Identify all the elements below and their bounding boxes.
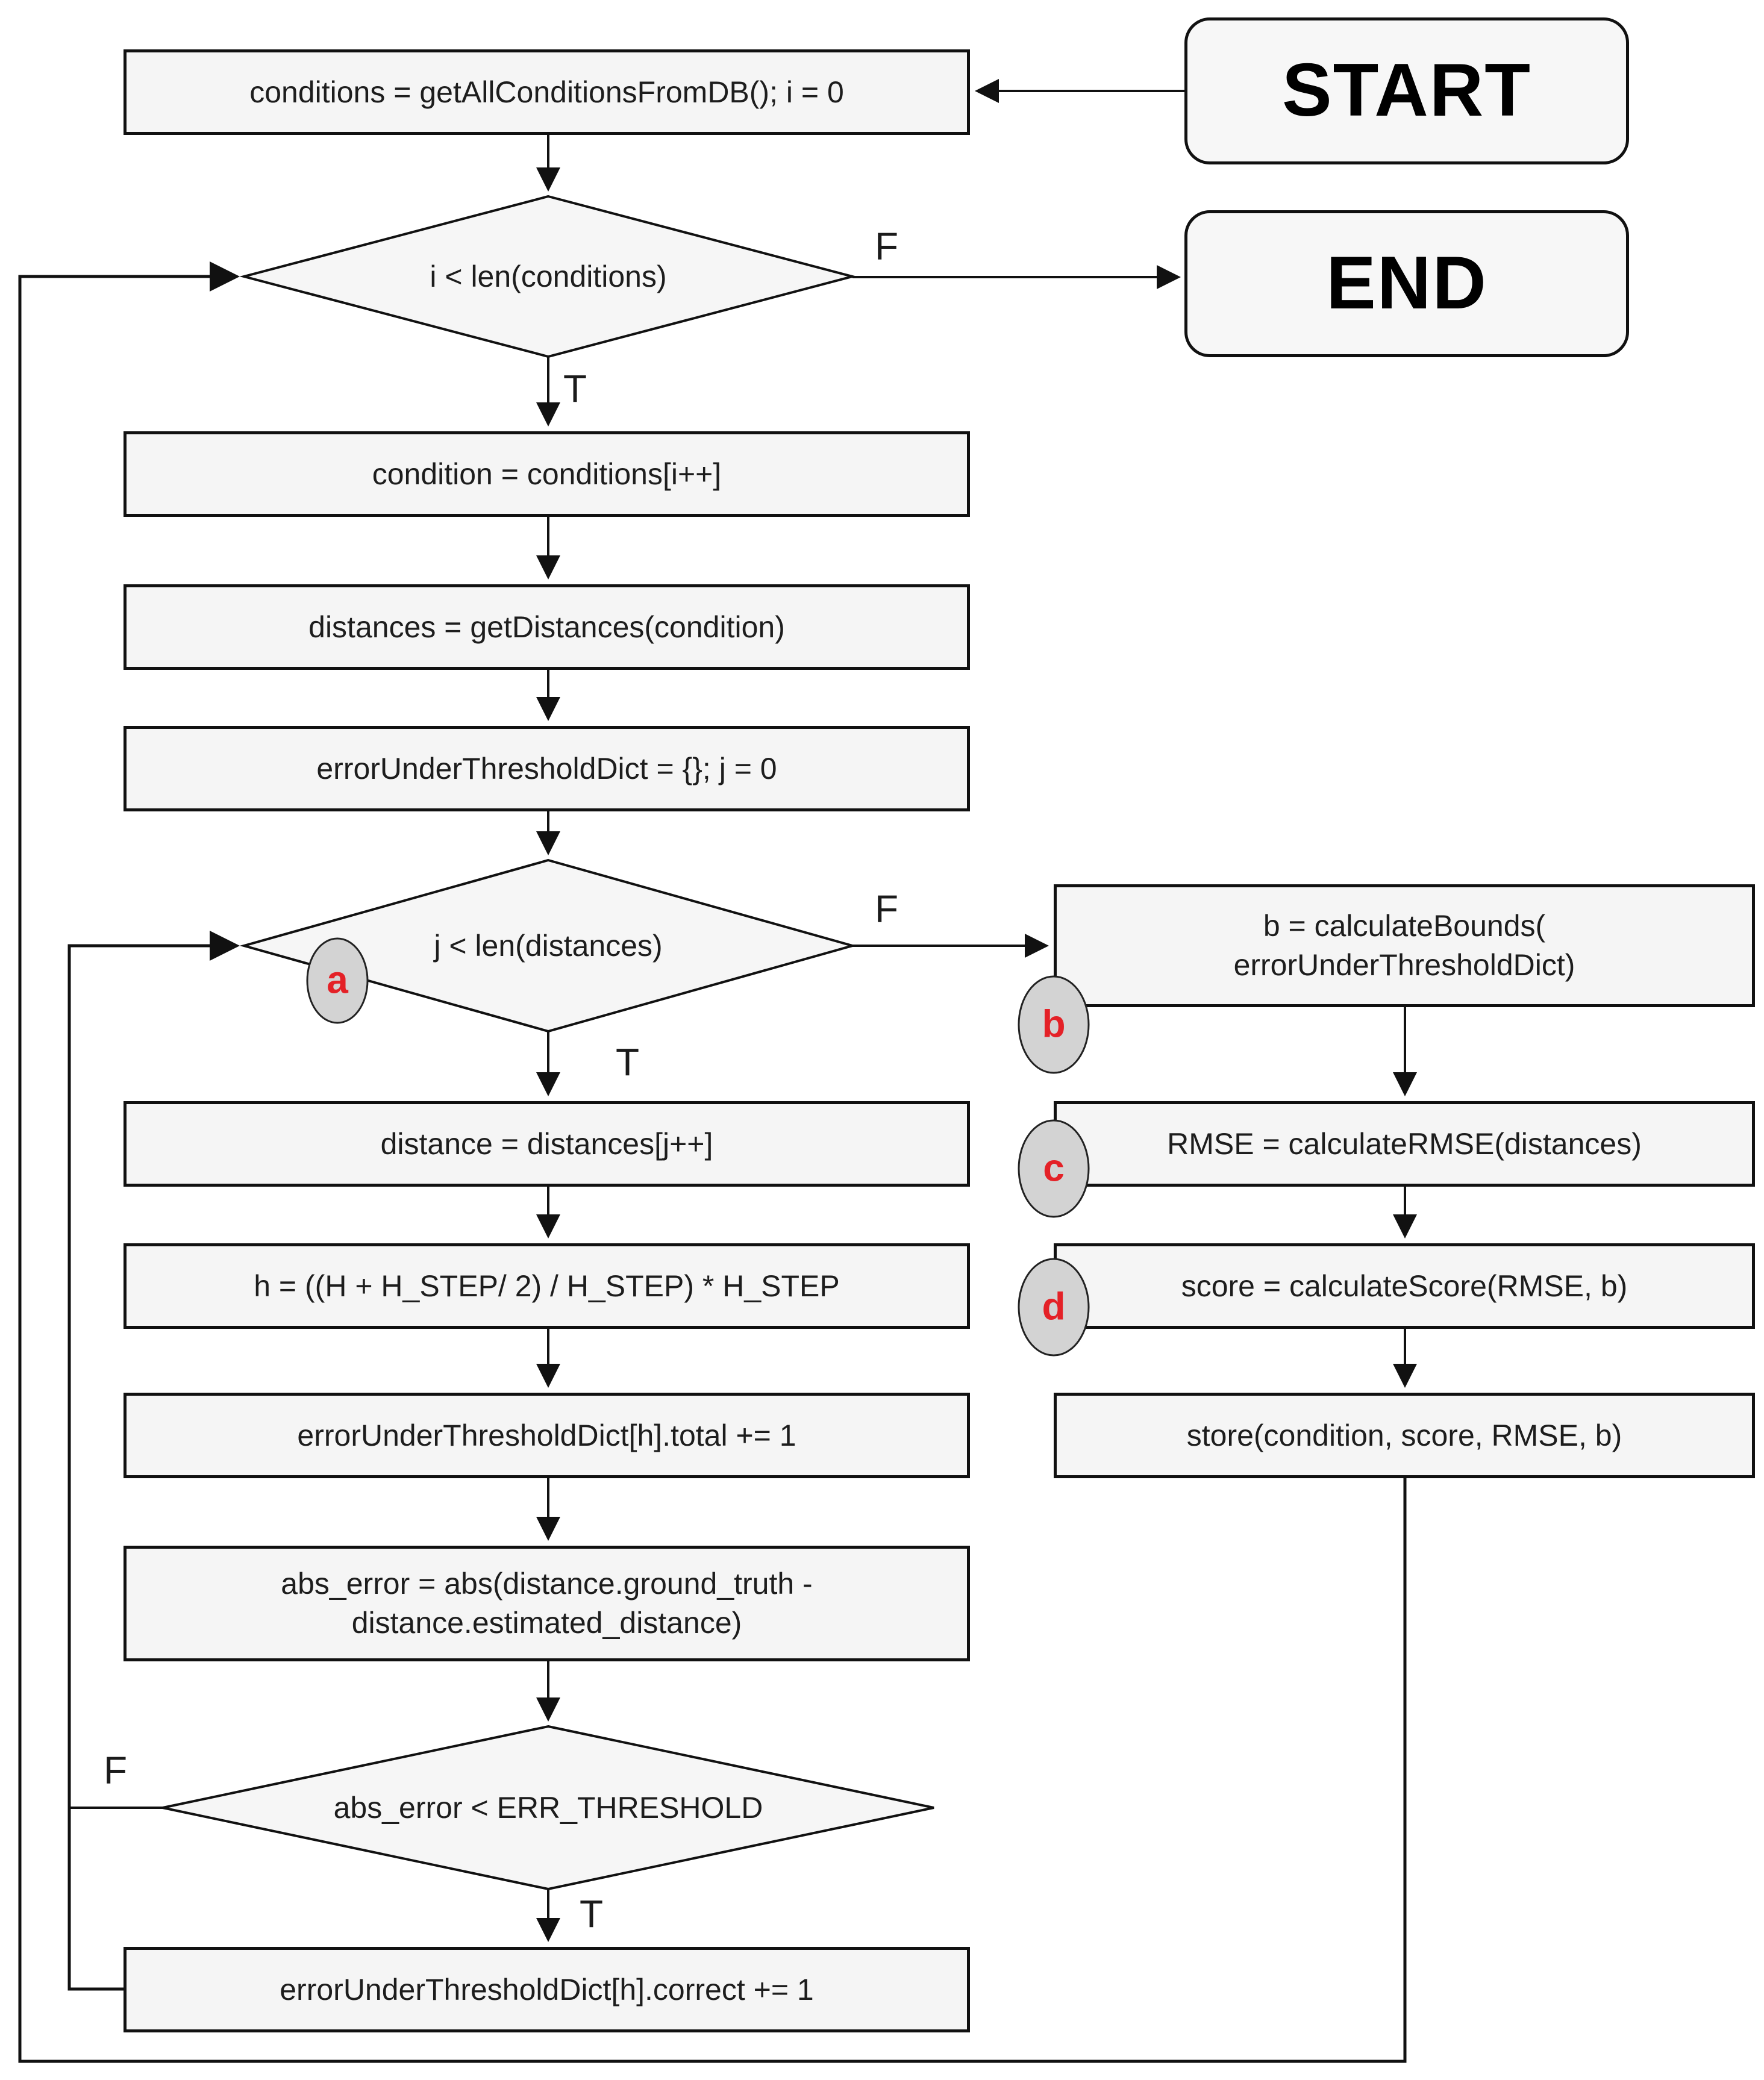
- start-terminal: START: [1184, 17, 1629, 164]
- process-calc-bounds-line1: b = calculateBounds(: [1263, 909, 1546, 943]
- process-inc-correct: errorUnderThresholdDict[h].correct += 1: [124, 1947, 970, 2032]
- process-abs-error-line1: abs_error = abs(distance.ground_truth -: [281, 1567, 813, 1601]
- decision-i-less-len-conditions: i < len(conditions): [244, 196, 852, 357]
- process-inc-total: errorUnderThresholdDict[h].total += 1: [124, 1393, 970, 1478]
- process-abs-error: abs_error = abs(distance.ground_truth - …: [124, 1546, 970, 1661]
- process-compute-h-label: h = ((H + H_STEP/ 2) / H_STEP) * H_STEP: [254, 1269, 840, 1303]
- branch-label-condcheck-false: F: [875, 225, 899, 268]
- process-calc-bounds-line2: errorUnderThresholdDict): [1233, 948, 1575, 982]
- process-next-distance: distance = distances[j++]: [124, 1101, 970, 1187]
- process-next-condition-label: condition = conditions[i++]: [372, 457, 722, 491]
- process-get-distances: distances = getDistances(condition): [124, 584, 970, 670]
- process-get-conditions: conditions = getAllConditionsFromDB(); i…: [124, 49, 970, 135]
- step-marker-c-letter: c: [1043, 1146, 1065, 1190]
- process-store-result: store(condition, score, RMSE, b): [1054, 1393, 1755, 1478]
- process-get-distances-label: distances = getDistances(condition): [308, 610, 785, 644]
- process-calc-rmse: RMSE = calculateRMSE(distances): [1054, 1101, 1755, 1187]
- process-compute-h: h = ((H + H_STEP/ 2) / H_STEP) * H_STEP: [124, 1243, 970, 1329]
- decision-abs-error-threshold: abs_error < ERR_THRESHOLD: [163, 1726, 934, 1889]
- decision-i-label: i < len(conditions): [430, 260, 667, 293]
- branch-label-abscheck-false: F: [104, 1749, 128, 1792]
- step-marker-d-letter: d: [1042, 1284, 1066, 1328]
- start-label: START: [1281, 49, 1532, 133]
- decision-abs-label: abs_error < ERR_THRESHOLD: [333, 1791, 763, 1825]
- branch-label-distcheck-true: T: [616, 1040, 640, 1084]
- edge-store-loop-to-condcheck: [18, 261, 1407, 2063]
- process-abs-error-line2: distance.estimated_distance): [351, 1606, 742, 1640]
- branch-label-distcheck-false: F: [875, 887, 899, 931]
- step-marker-b-letter: b: [1042, 1002, 1066, 1046]
- process-calc-score-label: score = calculateScore(RMSE, b): [1181, 1269, 1628, 1303]
- process-next-condition: condition = conditions[i++]: [124, 431, 970, 517]
- decision-j-less-len-distances: j < len(distances): [244, 860, 852, 1031]
- process-init-err-dict-label: errorUnderThresholdDict = {}; j = 0: [316, 751, 777, 785]
- process-get-conditions-label: conditions = getAllConditionsFromDB(); i…: [249, 75, 844, 109]
- branch-label-abscheck-true: T: [580, 1892, 604, 1935]
- process-init-err-dict: errorUnderThresholdDict = {}; j = 0: [124, 726, 970, 811]
- process-inc-total-label: errorUnderThresholdDict[h].total += 1: [297, 1418, 796, 1452]
- process-store-result-label: store(condition, score, RMSE, b): [1186, 1418, 1622, 1452]
- process-calc-bounds: b = calculateBounds( errorUnderThreshold…: [1054, 884, 1755, 1007]
- end-terminal: END: [1184, 210, 1629, 357]
- process-next-distance-label: distance = distances[j++]: [380, 1126, 713, 1161]
- end-label: END: [1326, 242, 1487, 325]
- process-inc-correct-label: errorUnderThresholdDict[h].correct += 1: [280, 1972, 814, 2007]
- edge-inccorrect-loop-to-distcheck: [67, 931, 240, 1991]
- process-calc-score: score = calculateScore(RMSE, b): [1054, 1243, 1755, 1329]
- process-calc-rmse-label: RMSE = calculateRMSE(distances): [1167, 1126, 1642, 1161]
- branch-label-condcheck-true: T: [563, 367, 587, 410]
- decision-j-label: j < len(distances): [434, 929, 663, 963]
- step-marker-a-letter: a: [327, 958, 348, 1002]
